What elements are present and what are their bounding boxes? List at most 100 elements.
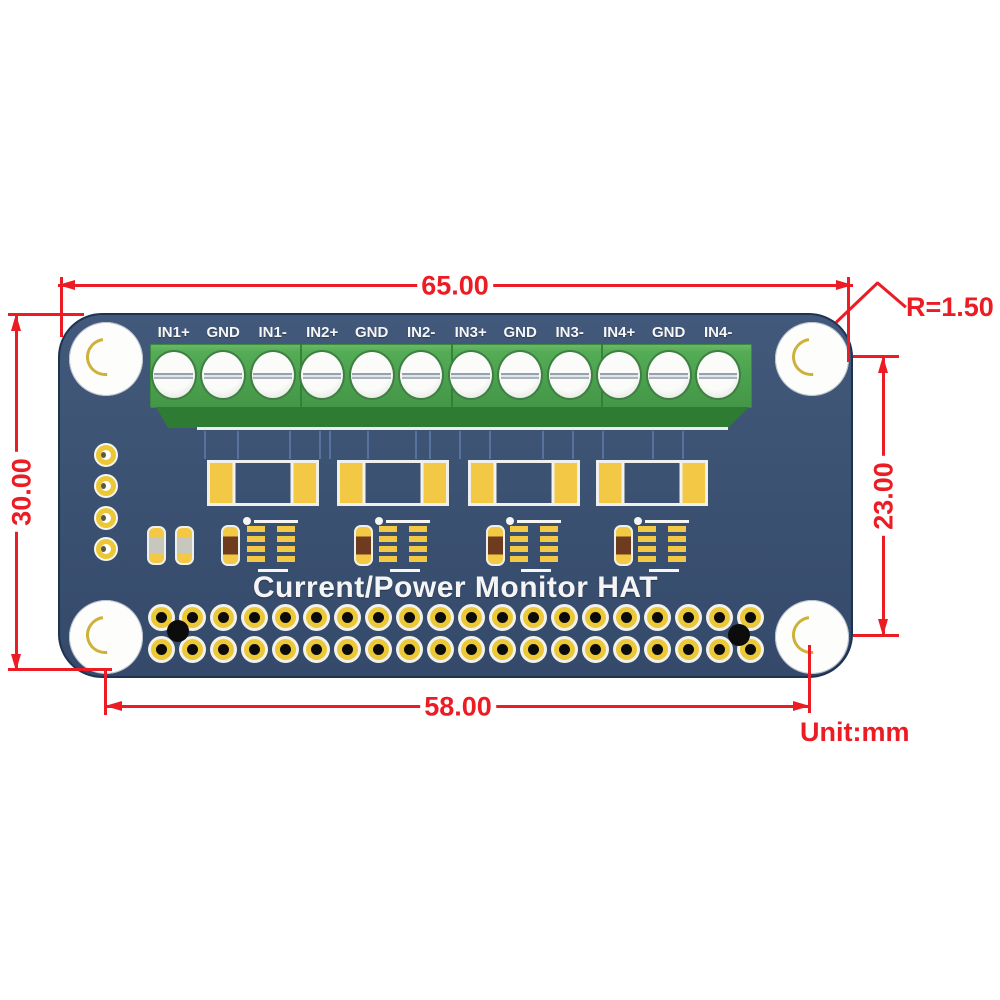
screw-slot bbox=[550, 373, 589, 379]
gpio-hole bbox=[489, 604, 516, 631]
terminal-screw bbox=[398, 350, 445, 400]
pcb-trace bbox=[204, 431, 206, 459]
gpio-hole bbox=[365, 636, 392, 663]
ic-pin-column bbox=[638, 526, 656, 565]
screw-slot bbox=[649, 373, 688, 379]
dimension-value: 58.00 bbox=[420, 691, 496, 723]
gpio-hole bbox=[272, 604, 299, 631]
silkscreen-line bbox=[197, 427, 728, 430]
dimension-value: 30.00 bbox=[6, 452, 38, 532]
terminal-block-shadow bbox=[156, 407, 749, 428]
hole-center bbox=[590, 612, 601, 623]
gpio-hole bbox=[551, 604, 578, 631]
arrowhead-right bbox=[793, 701, 810, 711]
hole-center bbox=[559, 644, 570, 655]
hole-center bbox=[342, 612, 353, 623]
hole-center bbox=[101, 513, 111, 523]
pin-label: IN2- bbox=[407, 324, 436, 341]
pin-label: IN4+ bbox=[603, 324, 636, 341]
gpio-hole bbox=[613, 604, 640, 631]
pcb-trace bbox=[329, 431, 331, 459]
hole-center bbox=[311, 644, 322, 655]
terminal-screw bbox=[645, 350, 692, 400]
hole-center bbox=[590, 644, 601, 655]
screw-slot bbox=[698, 373, 738, 379]
gpio-hole bbox=[334, 636, 361, 663]
hole-center bbox=[652, 644, 663, 655]
pin-label: IN1- bbox=[258, 324, 287, 341]
extension-line bbox=[808, 645, 811, 713]
arrowhead-right bbox=[836, 280, 853, 290]
hole-center bbox=[311, 612, 322, 623]
ic-pin-column bbox=[409, 526, 427, 565]
ic-pin1-dot bbox=[243, 517, 251, 525]
gpio-hole bbox=[551, 636, 578, 663]
hole-center bbox=[404, 644, 415, 655]
gpio-hole bbox=[582, 604, 609, 631]
hole-center bbox=[435, 644, 446, 655]
screw-slot bbox=[500, 373, 540, 379]
pcb-trace bbox=[429, 431, 431, 459]
gpio-hole bbox=[675, 604, 702, 631]
pin-label: GND bbox=[355, 324, 389, 341]
ic-silk-line bbox=[254, 520, 298, 523]
gpio-hole bbox=[458, 604, 485, 631]
gpio-hole bbox=[706, 604, 733, 631]
mounting-hole-top-right bbox=[775, 322, 849, 396]
hole-shadow bbox=[101, 515, 106, 521]
hole-center bbox=[218, 644, 229, 655]
hole-center bbox=[559, 612, 570, 623]
terminal-screw bbox=[299, 350, 346, 400]
extension-line bbox=[853, 634, 899, 637]
extension-line bbox=[8, 668, 112, 671]
terminal-screw bbox=[546, 350, 593, 400]
pcb-trace bbox=[542, 431, 544, 459]
filter-capacitor bbox=[614, 525, 633, 566]
ic-pin-column bbox=[277, 526, 295, 565]
unplated-hole-left bbox=[167, 620, 189, 642]
filter-capacitor bbox=[354, 525, 373, 566]
gpio-hole bbox=[520, 604, 547, 631]
gpio-hole bbox=[427, 636, 454, 663]
hole-center bbox=[218, 612, 229, 623]
hole-center bbox=[745, 612, 756, 623]
gpio-hole bbox=[644, 604, 671, 631]
gpio-hole bbox=[489, 636, 516, 663]
terminal-screw bbox=[695, 350, 742, 400]
hole-plating-arc bbox=[784, 330, 838, 384]
gpio-hole bbox=[644, 636, 671, 663]
gpio-hole bbox=[241, 636, 268, 663]
hole-center bbox=[652, 612, 663, 623]
screw-slot bbox=[253, 373, 292, 379]
arrowhead-up bbox=[11, 314, 21, 331]
hole-center bbox=[745, 644, 756, 655]
arrowhead-down bbox=[11, 654, 21, 671]
hole-plating-arc bbox=[78, 608, 132, 662]
gpio-hole bbox=[427, 604, 454, 631]
hole-center bbox=[683, 612, 694, 623]
dimension-value: 23.00 bbox=[868, 456, 900, 536]
arrowhead-left bbox=[58, 280, 75, 290]
terminal-block bbox=[150, 344, 752, 430]
pcb-trace bbox=[459, 431, 461, 459]
terminal-screw bbox=[447, 350, 494, 400]
hole-center bbox=[497, 612, 508, 623]
hole-center bbox=[435, 612, 446, 623]
extension-line bbox=[847, 277, 850, 362]
side-hole bbox=[94, 537, 118, 561]
gpio-hole bbox=[334, 604, 361, 631]
hole-center bbox=[528, 644, 539, 655]
ic-silk-line bbox=[521, 569, 551, 572]
ic-pin1-dot bbox=[375, 517, 383, 525]
hole-center bbox=[101, 544, 111, 554]
screw-slot bbox=[451, 373, 490, 379]
pin-label: IN3+ bbox=[454, 324, 487, 341]
gpio-hole bbox=[303, 636, 330, 663]
input-capacitor bbox=[175, 526, 194, 565]
gpio-hole bbox=[179, 636, 206, 663]
pin-label: IN2+ bbox=[306, 324, 339, 341]
ic-pin-column bbox=[510, 526, 528, 565]
terminal-screw bbox=[200, 350, 247, 400]
